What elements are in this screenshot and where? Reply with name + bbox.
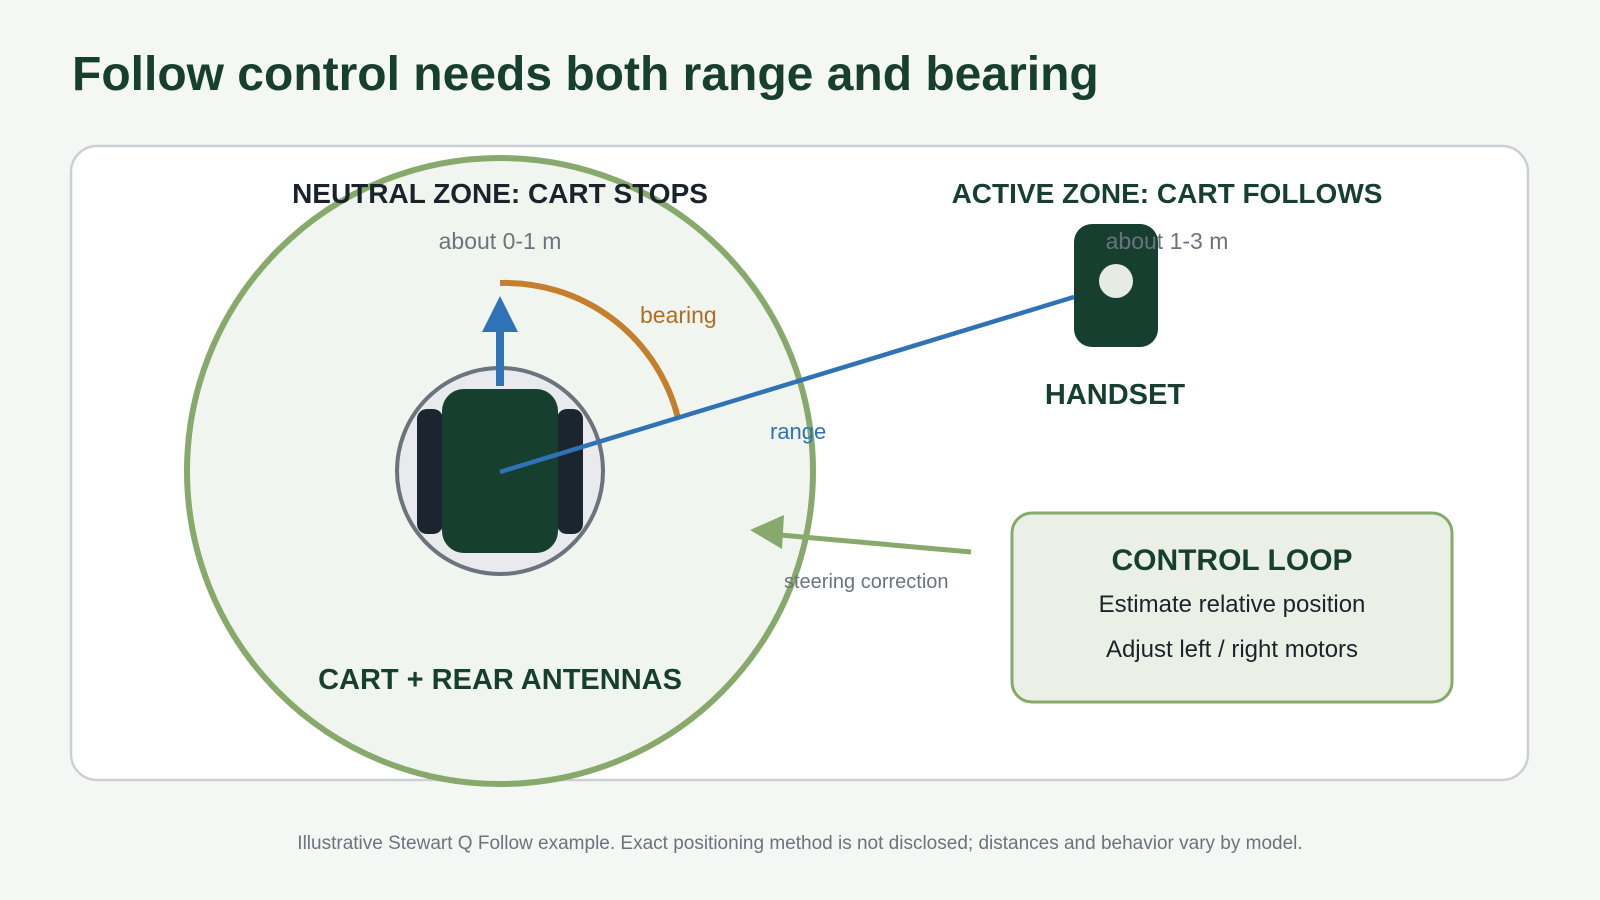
footer-note: Illustrative Stewart Q Follow example. E… [297, 833, 1302, 854]
neutral-zone-title: NEUTRAL ZONE: CART STOPS [292, 178, 708, 209]
active-zone-subtitle: about 1-3 m [1106, 228, 1229, 254]
cart-label: CART + REAR ANTENNAS [318, 664, 682, 696]
control-loop-box [1010, 511, 1454, 704]
range-line [499, 294, 1075, 475]
range-label: range [770, 419, 826, 444]
bearing-arc [499, 279, 681, 419]
cart-icon [395, 366, 605, 576]
bearing-label: bearing [640, 302, 717, 328]
page-title: Follow control needs both range and bear… [72, 48, 1099, 101]
control-loop-line: Estimate relative position [1099, 591, 1366, 618]
handset-icon [1074, 224, 1158, 347]
steering-correction-label: steering correction [784, 571, 949, 593]
neutral-zone-subtitle: about 0-1 m [439, 228, 562, 254]
handset-label: HANDSET [1045, 379, 1185, 411]
heading-arrow-icon [482, 296, 518, 386]
steering-arrow-icon [750, 515, 972, 555]
control-loop-line: Adjust left / right motors [1106, 636, 1358, 663]
active-zone-title: ACTIVE ZONE: CART FOLLOWS [952, 178, 1383, 209]
control-loop-title: CONTROL LOOP [1111, 544, 1352, 577]
